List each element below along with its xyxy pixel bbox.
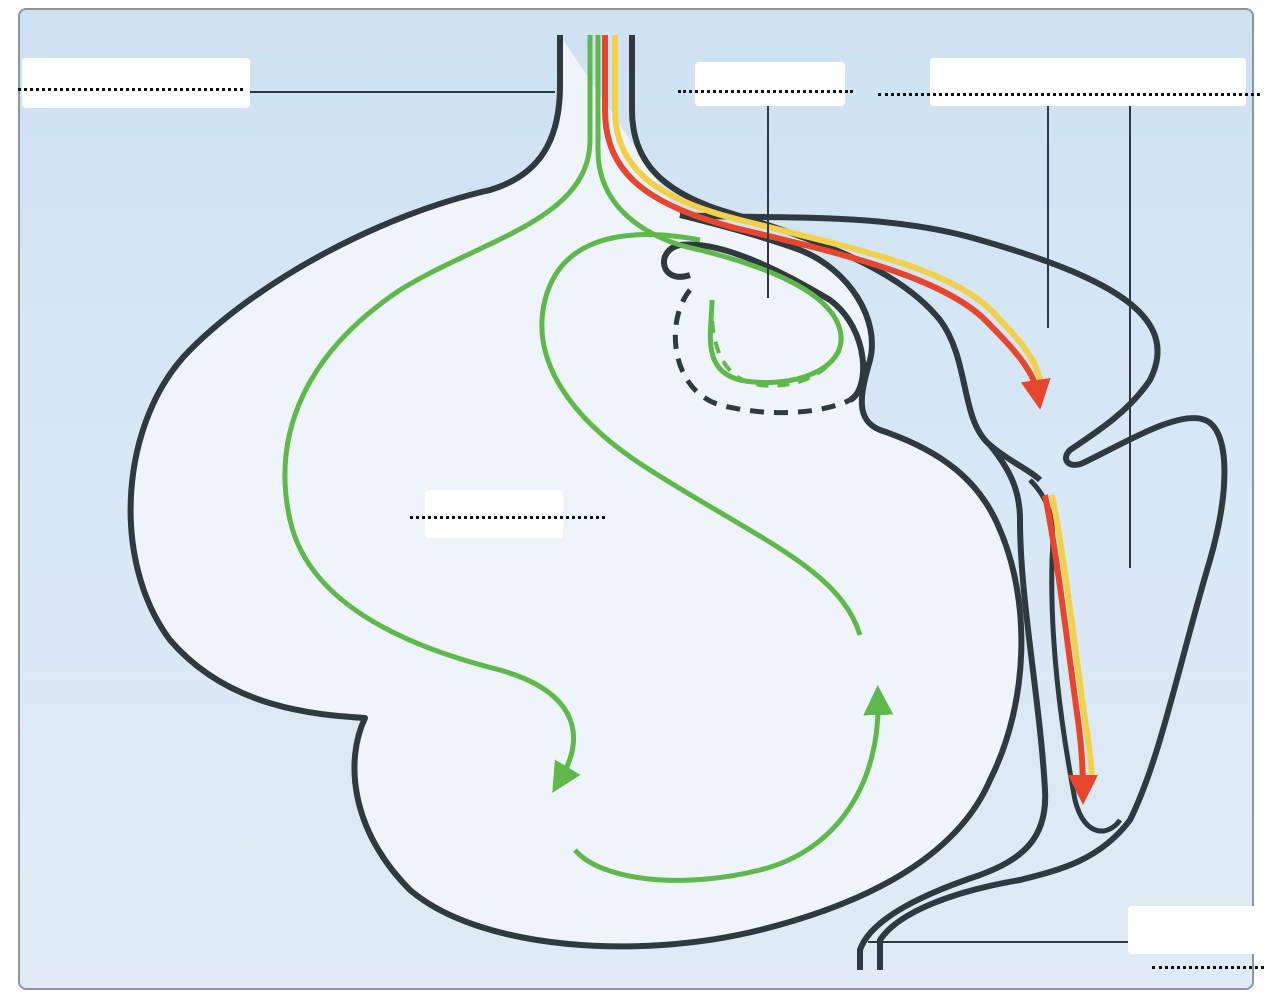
label-mask-top-middle [695,62,845,106]
dotline-top-middle [678,90,853,93]
dotline-top-right [878,93,1260,96]
dotline-center [410,516,605,519]
dotline-bottom-right [1152,966,1264,969]
chamber-outline [131,35,1022,946]
label-mask-bottom-right [1128,906,1262,954]
flow-yellow-lower [1052,495,1092,785]
dotline-top-left [18,88,243,91]
label-mask-top-right [930,58,1246,106]
label-mask-center [425,490,563,538]
label-mask-top-left [22,58,250,108]
